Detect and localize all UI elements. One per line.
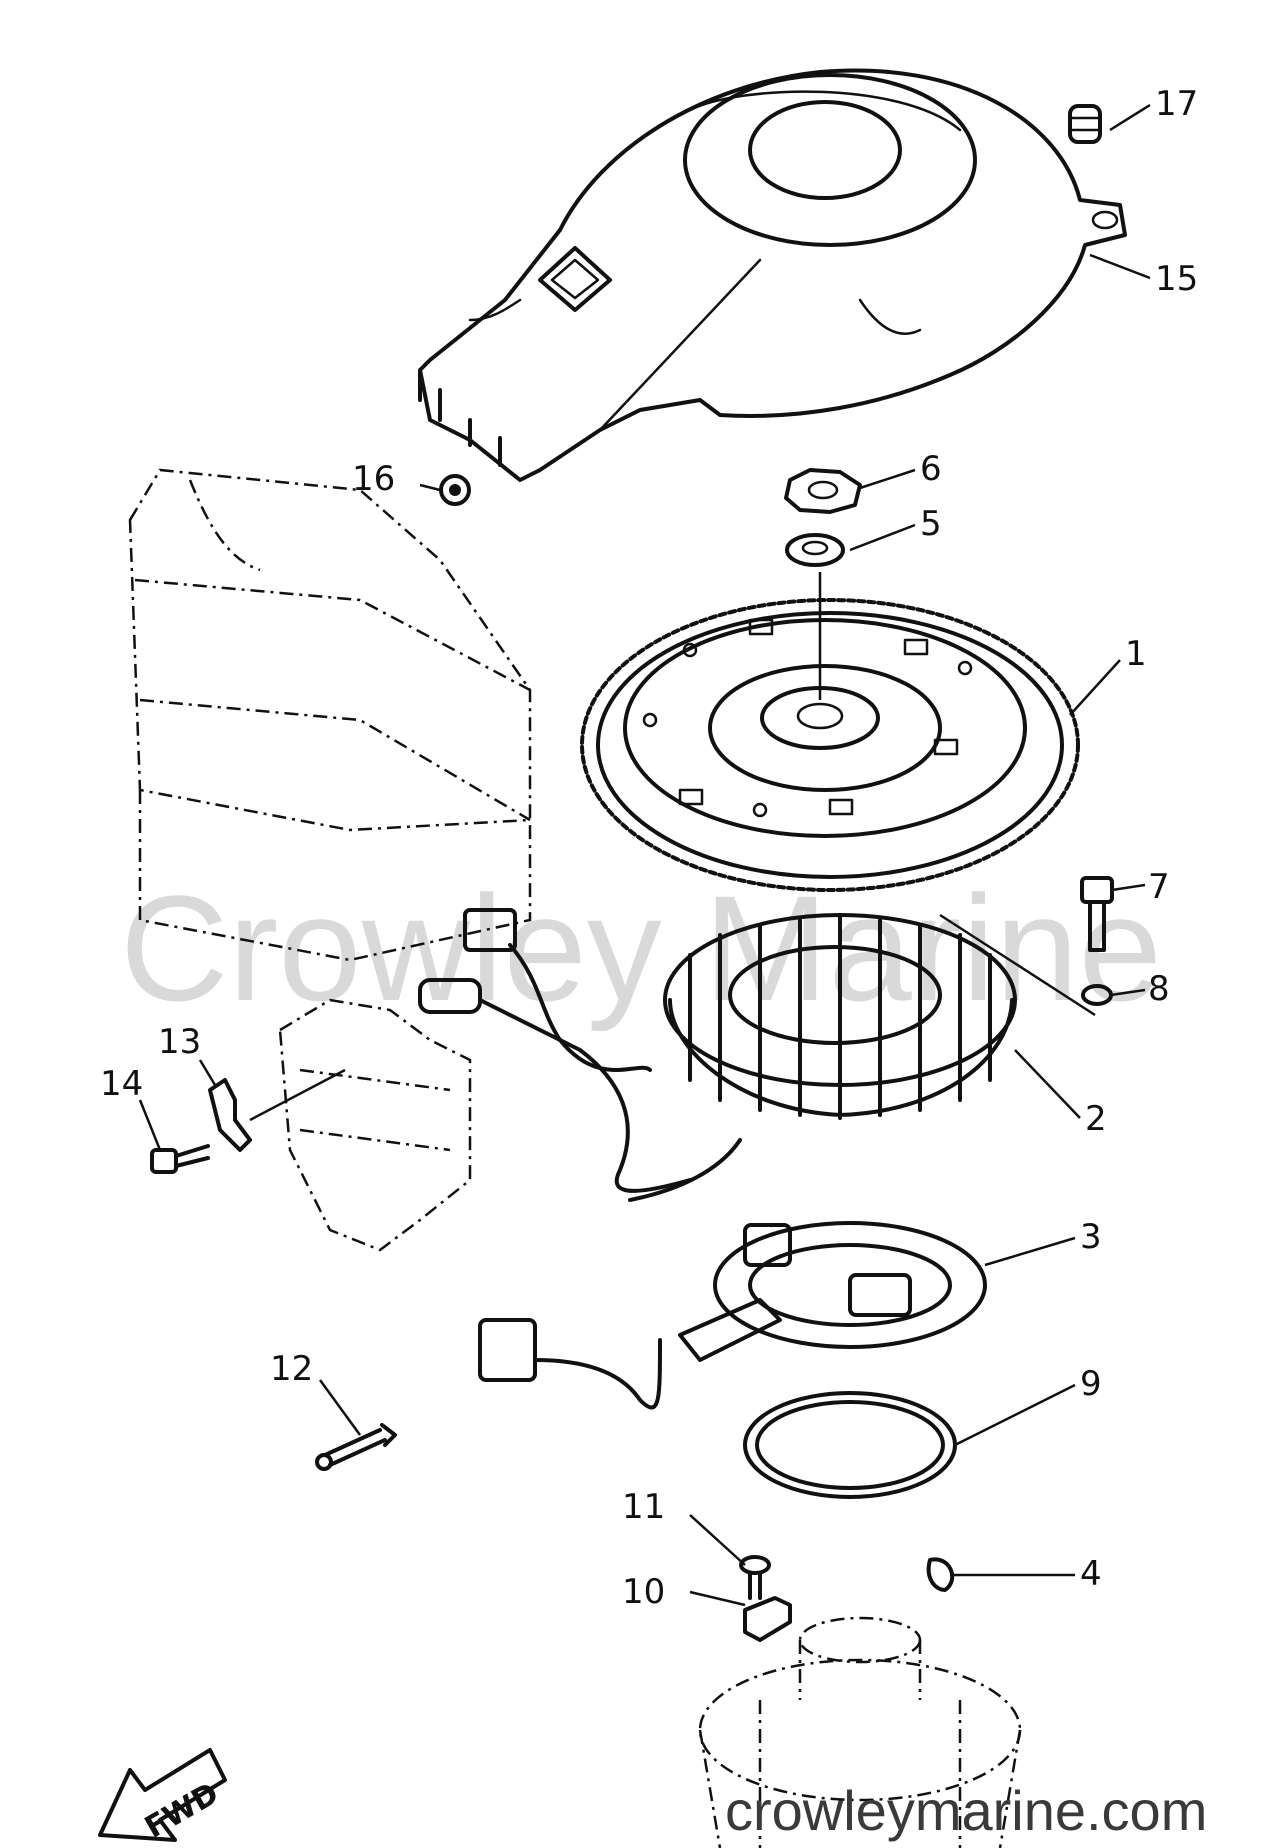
callout-1: 1 (1125, 634, 1147, 674)
callout-5: 5 (920, 504, 942, 544)
stator-assembly (663, 913, 1017, 1120)
clamp-left (208, 1078, 252, 1152)
callout-labels: 1 2 3 4 5 6 7 8 9 10 11 12 13 14 15 16 1… (100, 84, 1198, 1612)
grommet-left (439, 474, 471, 506)
clamp-axis (249, 1068, 346, 1122)
callout-17: 17 (1155, 84, 1198, 124)
callout-6: 6 (920, 449, 942, 489)
stator-wiring (418, 908, 742, 1202)
callout-16: 16 (352, 459, 395, 499)
woodruff-key (926, 1557, 955, 1592)
callout-10: 10 (622, 1572, 665, 1612)
callout-11: 11 (622, 1487, 665, 1527)
pulser-coil-assembly (478, 1221, 987, 1410)
footer-url: crowleymarine.com (725, 1779, 1207, 1842)
flywheel (580, 598, 1080, 892)
lead-wire (315, 1423, 397, 1471)
bolt-left (150, 1144, 210, 1174)
screw-bottom (739, 1555, 771, 1600)
callout-leaders (138, 103, 1151, 1607)
washer-center (785, 533, 845, 567)
watermark: Crowley Marine (120, 864, 1162, 1032)
callout-3: 3 (1080, 1217, 1102, 1257)
ring (743, 1391, 957, 1499)
callout-2: 2 (1085, 1099, 1107, 1139)
crankshaft-phantom (698, 1616, 1022, 1848)
callout-12: 12 (270, 1349, 313, 1389)
clamp-bottom (743, 1596, 792, 1642)
cdi-unit-phantom (128, 468, 532, 962)
fwd-direction-arrow: FWD (98, 1748, 227, 1846)
callout-7: 7 (1148, 867, 1170, 907)
callout-15: 15 (1155, 259, 1198, 299)
callout-9: 9 (1080, 1364, 1102, 1404)
grommet-top (1068, 104, 1102, 144)
callout-4: 4 (1080, 1554, 1102, 1594)
flywheel-cover (418, 68, 1127, 482)
bolt-axis (939, 913, 1096, 1017)
bracket-phantom (278, 998, 472, 1252)
callout-13: 13 (158, 1022, 201, 1062)
nut (784, 468, 862, 514)
callout-14: 14 (100, 1064, 143, 1104)
callout-8: 8 (1148, 969, 1170, 1009)
